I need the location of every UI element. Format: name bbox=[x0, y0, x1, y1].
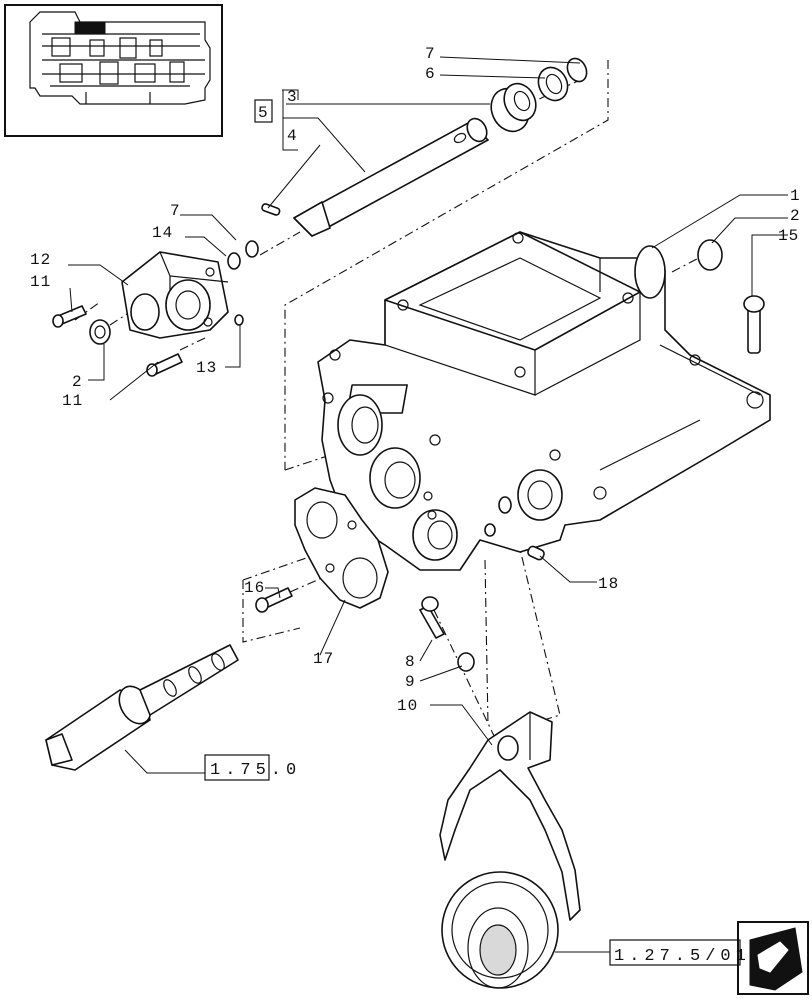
selector-shaft[interactable] bbox=[261, 115, 490, 237]
gasket-screw[interactable] bbox=[255, 587, 293, 613]
callout-2-right: 2 bbox=[790, 207, 801, 225]
ref-box-a bbox=[204, 754, 270, 781]
callout-1: 1 bbox=[790, 187, 801, 205]
shift-fork[interactable] bbox=[439, 711, 581, 921]
callout-12: 12 bbox=[30, 251, 51, 269]
callout-5: 5 bbox=[258, 104, 269, 122]
callout-18: 18 bbox=[598, 575, 619, 593]
locator-thumbnail[interactable] bbox=[4, 4, 223, 137]
shaft-seal[interactable] bbox=[484, 78, 541, 137]
callout-16: 16 bbox=[244, 579, 265, 597]
solenoid-valve[interactable] bbox=[45, 644, 239, 771]
callout-11-top: 11 bbox=[30, 273, 51, 291]
callout-7-left: 7 bbox=[170, 202, 181, 220]
side-cover[interactable] bbox=[121, 240, 259, 339]
callout-2-left: 2 bbox=[72, 373, 83, 391]
ref-box-b bbox=[609, 939, 741, 966]
callout-box-5 bbox=[254, 99, 273, 123]
callout-3: 3 bbox=[287, 88, 298, 106]
callout-4: 4 bbox=[287, 127, 298, 145]
callout-14: 14 bbox=[152, 224, 173, 242]
ref-label-b[interactable]: 1.27.5/01 bbox=[614, 947, 751, 966]
callout-6: 6 bbox=[425, 65, 436, 83]
ref-label-a[interactable]: 1.75.0 bbox=[210, 761, 301, 780]
locator-highlight bbox=[74, 21, 106, 35]
callout-8: 8 bbox=[405, 653, 416, 671]
housing-bolt[interactable] bbox=[697, 239, 765, 354]
synchro-sleeve[interactable] bbox=[441, 871, 559, 989]
gasket[interactable] bbox=[294, 487, 389, 609]
callout-10: 10 bbox=[397, 697, 418, 715]
callout-17: 17 bbox=[313, 650, 334, 668]
callout-11-bottom: 11 bbox=[62, 392, 83, 410]
callout-13: 13 bbox=[196, 359, 217, 377]
next-page-arrow-icon[interactable] bbox=[737, 921, 809, 995]
callout-15: 15 bbox=[778, 227, 799, 245]
callout-7-top: 7 bbox=[425, 45, 436, 63]
gearbox-housing[interactable] bbox=[317, 231, 771, 571]
cover-screws[interactable] bbox=[52, 305, 183, 377]
bush-ring[interactable] bbox=[533, 55, 590, 105]
leader-lines bbox=[68, 56, 788, 953]
fork-bolt[interactable] bbox=[419, 596, 475, 672]
callout-9: 9 bbox=[405, 673, 416, 691]
